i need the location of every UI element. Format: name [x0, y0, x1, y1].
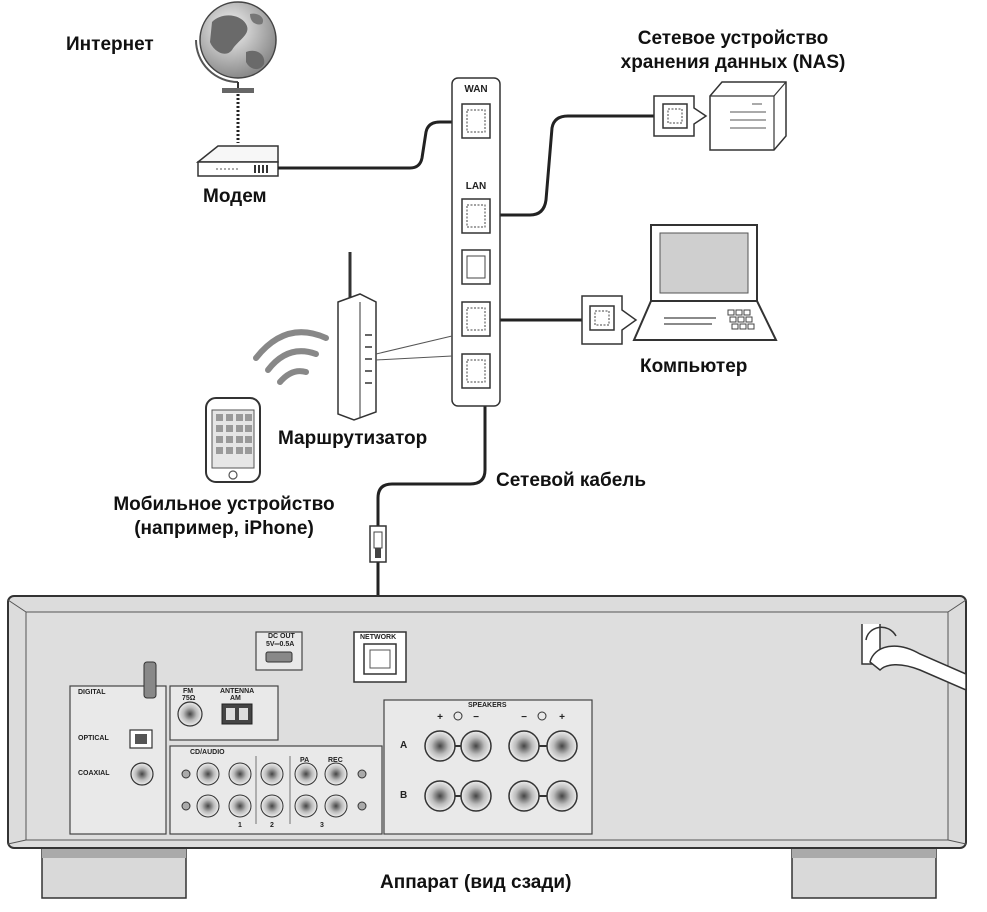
coaxial-jack [130, 762, 154, 786]
svg-text:+: + [559, 712, 565, 723]
rca-jacks [181, 762, 367, 818]
cd-audio-label: CD/AUDIO [190, 749, 225, 756]
wan-port-label: WAN [464, 84, 487, 95]
router-label: Маршрутизатор [278, 428, 428, 449]
rec-label: REC [328, 757, 343, 764]
digital-input-panel [69, 685, 167, 835]
rj45-plug-icon [369, 525, 387, 563]
laptop-icon [632, 224, 778, 341]
lan-port-1 [461, 198, 491, 234]
dc-out-sub-label: 5V═0.5A [266, 641, 295, 648]
network-cable-label: Сетевой кабель [496, 470, 647, 491]
mobile-label-line1: Мобильное устройство [113, 494, 335, 515]
lan-port-3 [461, 301, 491, 337]
nas-server-icon [709, 81, 787, 151]
antenna-label: ANTENNA [220, 688, 255, 695]
svg-text:−: − [521, 712, 527, 723]
unit-label: Аппарат (вид сзади) [380, 872, 572, 893]
smartphone-icon [205, 397, 261, 483]
mobile-label-line2: (например, iPhone) [134, 518, 314, 539]
dc-out-label: DC OUT [268, 633, 295, 640]
nas-port-callout [653, 95, 708, 137]
input-3-label: 3 [320, 822, 324, 829]
pa-label: PA [300, 757, 310, 764]
internet-label: Интернет [66, 34, 154, 55]
wifi-waves-icon [253, 329, 329, 385]
svg-text:+: + [437, 712, 443, 723]
router-port-panel: WAN LAN [451, 77, 501, 407]
dc-out-panel [255, 631, 303, 671]
router-icon [337, 252, 453, 421]
speaker-a-label: A [400, 740, 408, 751]
lan-port-label: LAN [466, 181, 487, 192]
optical-label: OPTICAL [78, 735, 109, 742]
fm-sub-label: 75Ω [182, 695, 196, 702]
input-1-label: 1 [238, 822, 242, 829]
input-2-label: 2 [270, 822, 274, 829]
speaker-terminals: + − − + [424, 711, 578, 812]
am-label: AM [230, 695, 241, 702]
receiver-unit: + − − + [7, 595, 967, 899]
wan-port [461, 103, 491, 139]
network-port-label: NETWORK [360, 634, 397, 641]
nas-label-line1: Сетевое устройство [637, 28, 829, 49]
modem-icon [195, 145, 279, 177]
computer-label: Компьютер [640, 356, 748, 377]
lan-port-2 [461, 249, 491, 285]
nas-label-line2: хранения данных (NAS) [620, 52, 846, 73]
lan-port-4 [461, 353, 491, 389]
computer-port-callout [581, 295, 638, 345]
network-cable-line [376, 373, 487, 530]
coaxial-label: COAXIAL [78, 770, 110, 777]
fm-antenna-jack [177, 701, 203, 727]
usb-port [265, 651, 293, 663]
digital-slot [143, 661, 157, 699]
power-cord-icon [861, 624, 967, 692]
fm-label: FM [183, 688, 194, 695]
speakers-panel [383, 699, 593, 835]
speaker-b-label: B [400, 790, 408, 801]
wan-cable-line [278, 120, 482, 170]
analog-input-panel [169, 745, 383, 835]
nas-cable-line [476, 114, 667, 217]
globe-icon [195, 1, 277, 93]
speakers-label: SPEAKERS [468, 702, 507, 709]
digital-label: DIGITAL [78, 689, 106, 696]
svg-text:−: − [473, 712, 479, 723]
network-port [363, 643, 397, 675]
modem-label: Модем [203, 186, 267, 207]
